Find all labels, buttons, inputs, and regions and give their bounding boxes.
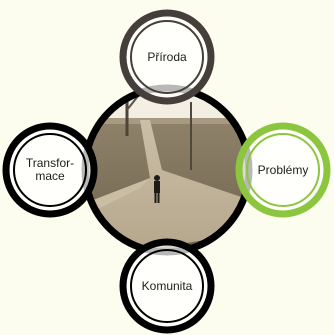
node-top[interactable]	[119, 9, 215, 105]
node-right-label: Problémy	[257, 162, 309, 177]
node-left-label: Transfor- mace	[25, 156, 75, 183]
node-right[interactable]	[235, 122, 331, 218]
person-icon	[154, 175, 160, 203]
node-left[interactable]	[2, 122, 98, 218]
center-photo	[85, 88, 249, 252]
node-bottom-label: Komunita	[141, 278, 193, 293]
node-top-label: Příroda	[147, 49, 187, 64]
node-bottom[interactable]	[119, 238, 215, 334]
